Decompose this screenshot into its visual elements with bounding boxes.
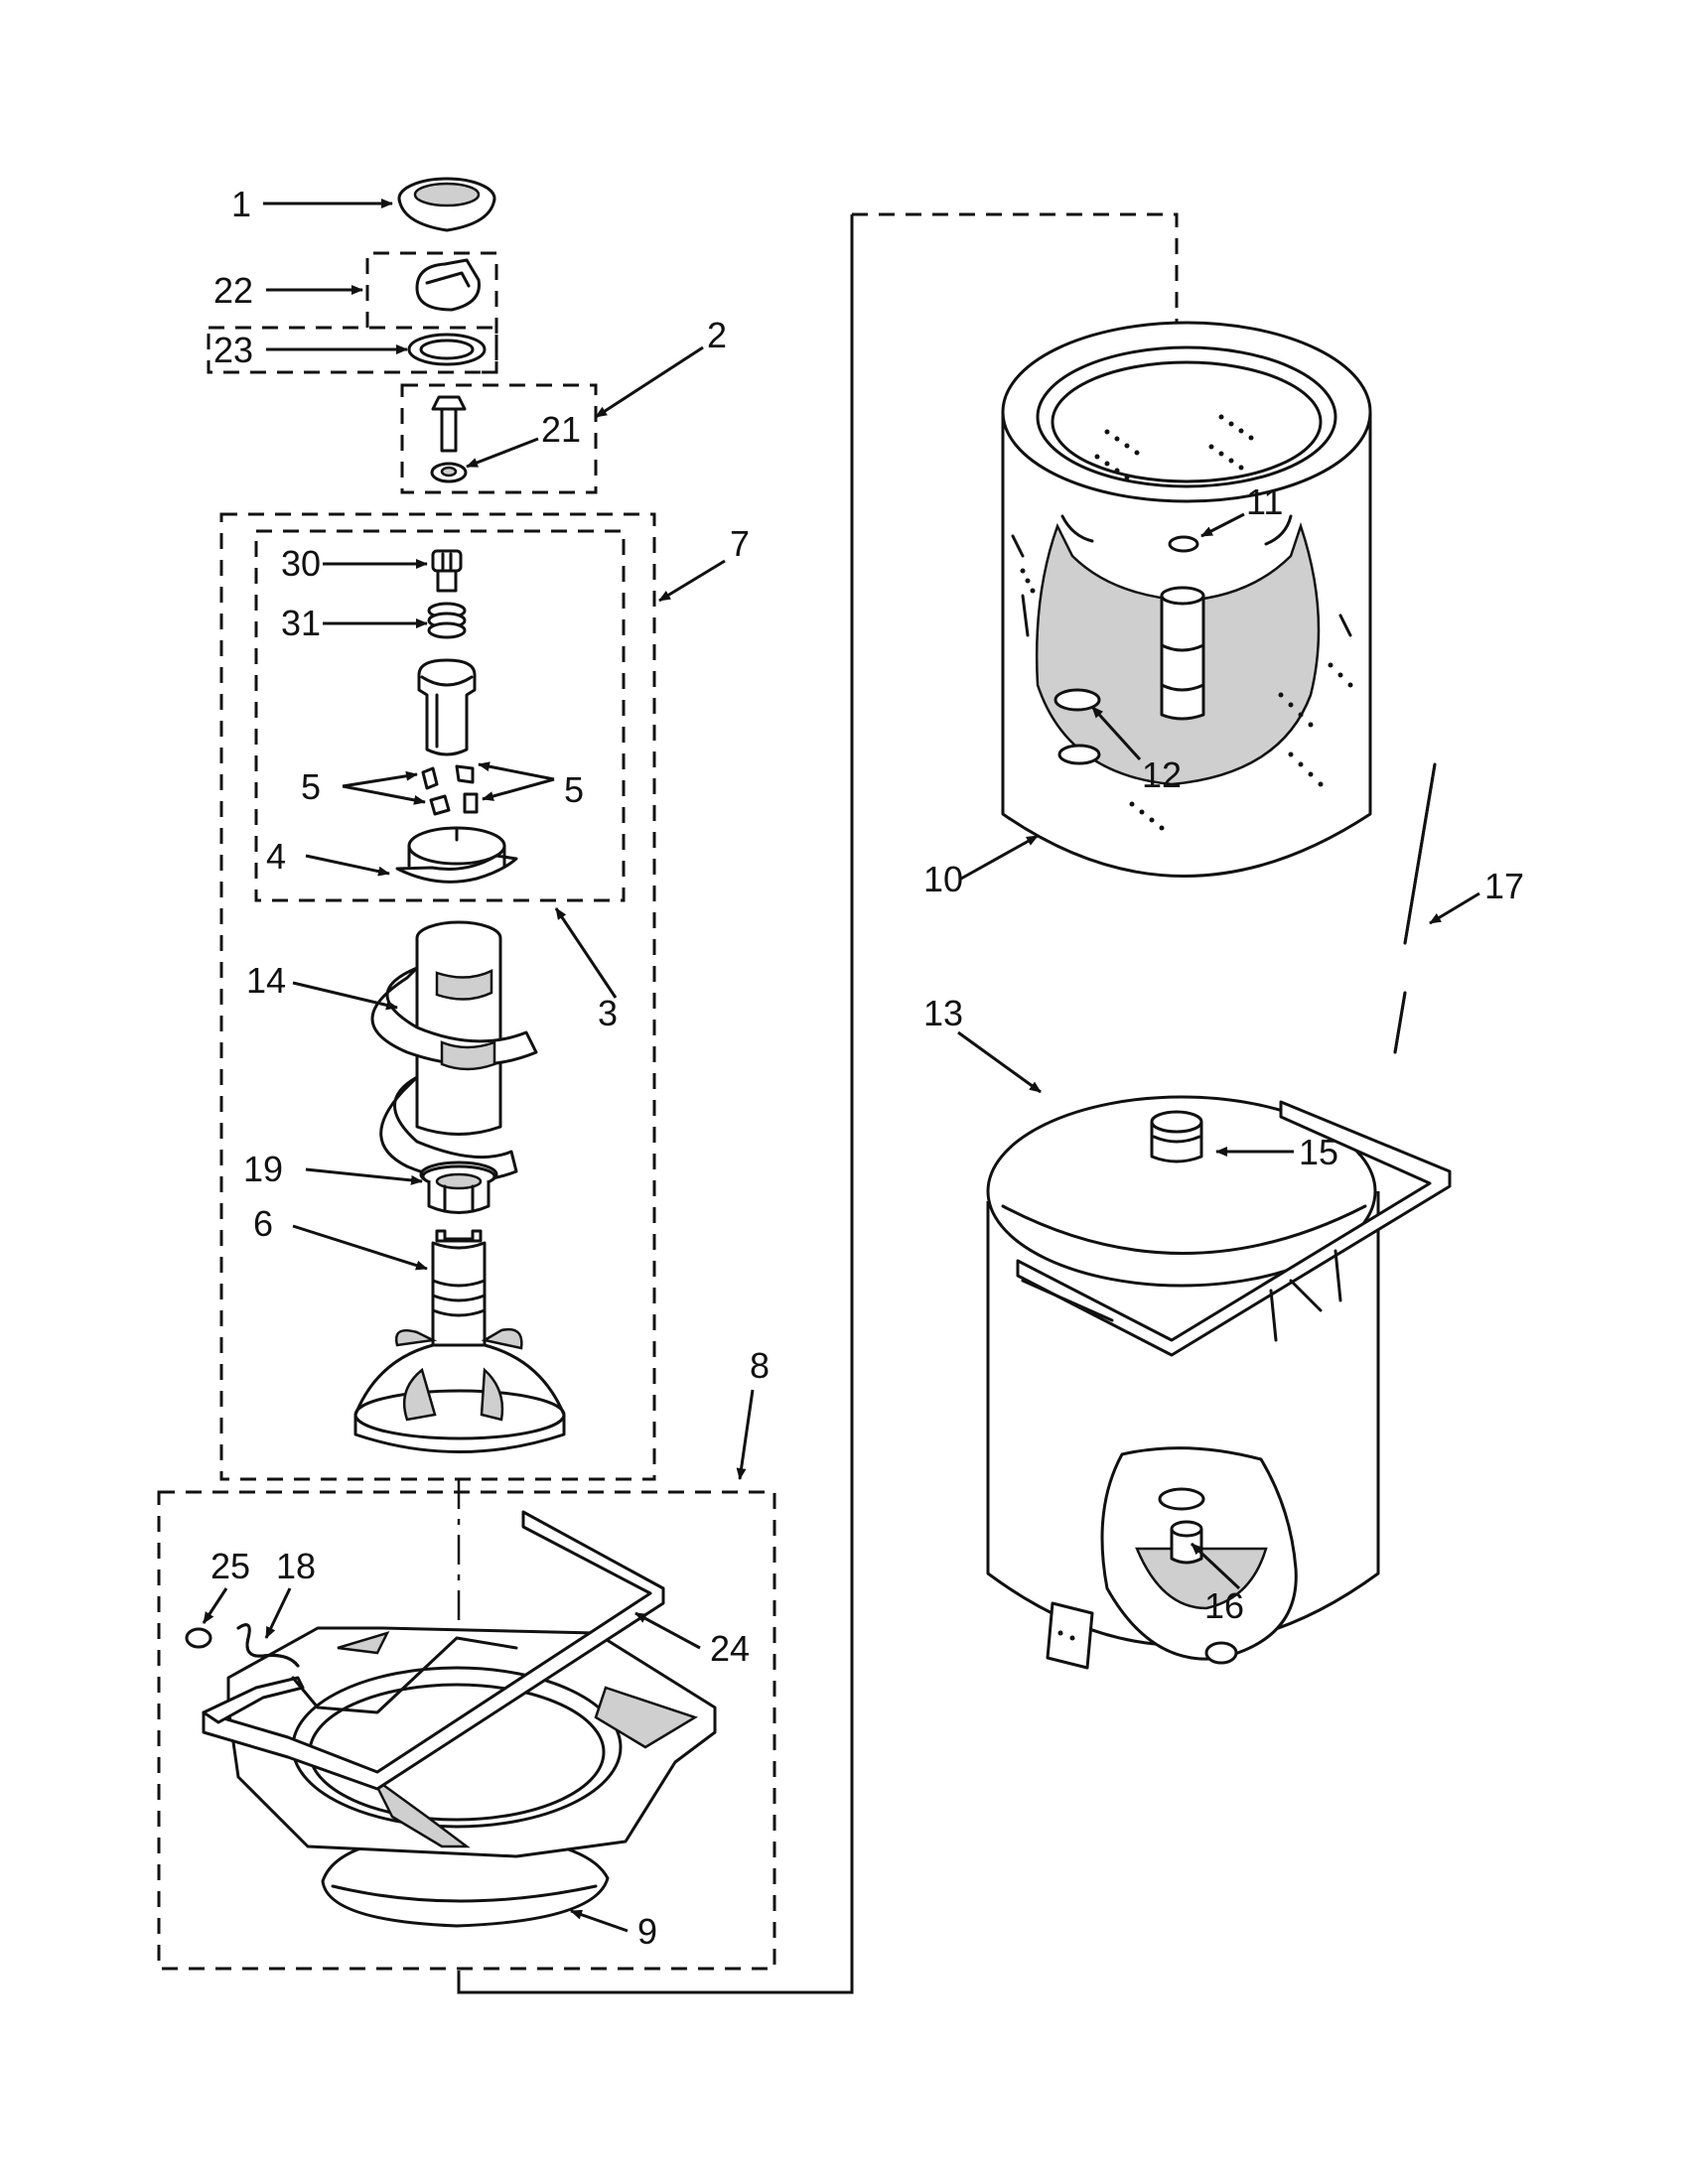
callout-1: 1	[231, 184, 251, 224]
leader-arrows	[202, 199, 1480, 1933]
group-boxes	[157, 251, 776, 1971]
part-30-dog-cap	[431, 549, 463, 593]
callout-16: 16	[1204, 1585, 1244, 1626]
callout-22: 22	[213, 270, 253, 311]
connector-right-loop	[457, 214, 854, 1994]
part-5-dogs	[421, 764, 479, 816]
group-box-7	[219, 512, 656, 1481]
callout-5-right: 5	[564, 769, 584, 810]
callout-5-left: 5	[301, 766, 321, 807]
part-21-bolt	[430, 395, 468, 483]
part-25-clamp	[185, 1627, 212, 1649]
part-6-agitator-base	[353, 1229, 566, 1453]
callout-31: 31	[281, 603, 321, 643]
callout-11: 11	[1246, 481, 1283, 522]
part-22-cam	[415, 258, 481, 312]
callout-13: 13	[923, 993, 963, 1033]
callout-10: 10	[923, 859, 963, 899]
callout-4: 4	[266, 836, 286, 877]
part-17-hose	[1393, 762, 1437, 1054]
callout-6: 6	[253, 1203, 273, 1244]
part-24-tub-ring	[202, 1510, 665, 1791]
callout-3: 3	[598, 993, 618, 1033]
callout-21: 21	[541, 409, 581, 450]
part-18-hose	[236, 1623, 300, 1668]
callout-14: 14	[246, 960, 286, 1001]
group-box-23	[207, 326, 498, 374]
callout-30: 30	[281, 543, 321, 584]
part-4-cam	[395, 826, 518, 884]
callout-2: 2	[707, 315, 727, 355]
part-8-base-assembly	[226, 1626, 717, 1928]
callout-23: 23	[213, 330, 253, 370]
part-13-outer-tub	[986, 1095, 1452, 1670]
part-19-bearing	[421, 1164, 496, 1214]
part-31-spring	[427, 602, 467, 639]
part-agitator-dog	[417, 658, 477, 756]
callout-labels: 1 22 23 2 21 7 30 31 5 5 4 3 14 19 6 8 2…	[210, 184, 1524, 1952]
callout-7: 7	[730, 523, 750, 564]
callout-24: 24	[710, 1628, 750, 1669]
part-14-auger	[370, 920, 538, 1188]
callout-25: 25	[210, 1546, 250, 1586]
group-box-8	[157, 1490, 776, 1971]
basket-perforations	[1020, 414, 1353, 831]
part-10-spin-basket	[1001, 321, 1372, 878]
callout-17: 17	[1484, 866, 1524, 906]
group-box-2	[400, 383, 598, 494]
callout-8: 8	[750, 1345, 770, 1386]
callout-12: 12	[1142, 754, 1182, 795]
group-box-3	[254, 529, 626, 902]
part-23-ring	[407, 333, 487, 366]
part-1-cap	[397, 177, 496, 232]
callout-9: 9	[637, 1911, 657, 1952]
group-box-22	[365, 251, 498, 374]
callout-19: 19	[243, 1149, 283, 1189]
callout-18: 18	[276, 1546, 316, 1586]
callout-15: 15	[1299, 1132, 1338, 1172]
connector-dashed-top	[852, 212, 1179, 328]
